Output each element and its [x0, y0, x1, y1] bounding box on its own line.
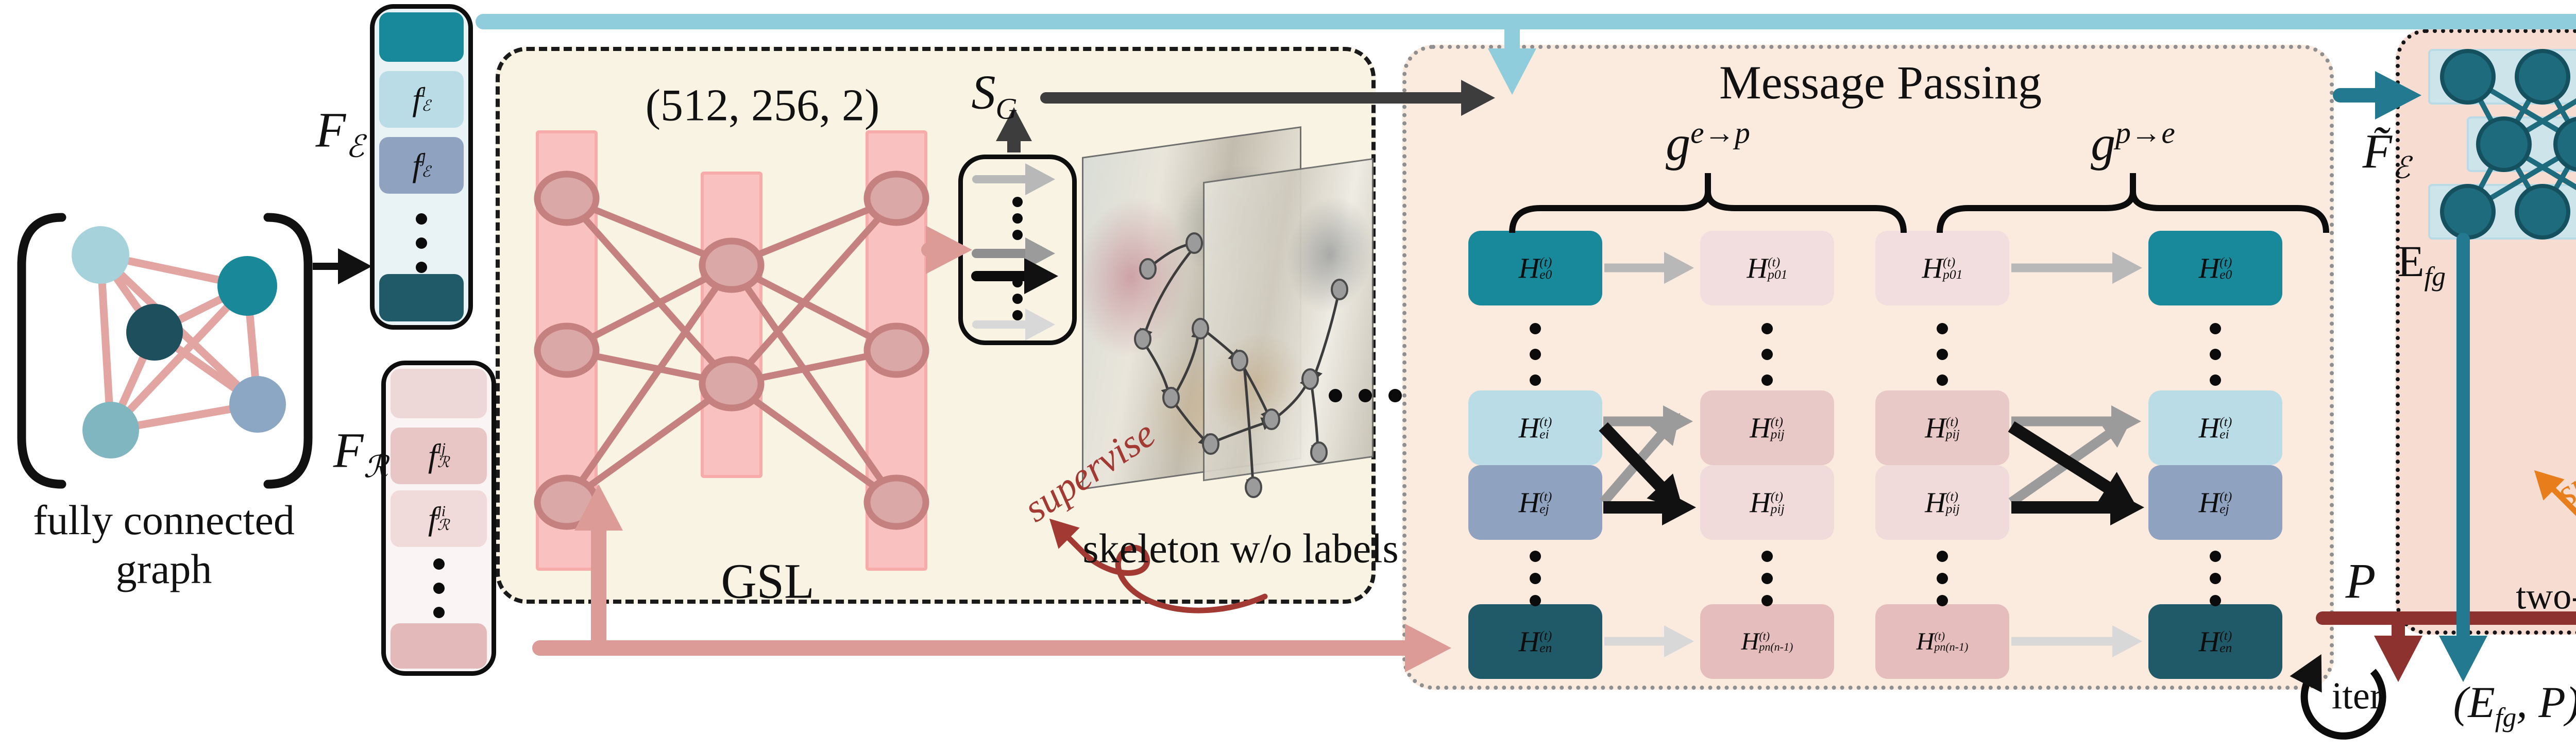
mp-chip-ei-in: H(t)ei — [1468, 390, 1602, 465]
message-passing-box — [1402, 45, 2334, 690]
graph-node-dark — [126, 304, 183, 361]
mp-chip-pij1-a: H(t)pij — [1700, 390, 1834, 465]
matrix-brackets — [17, 213, 313, 489]
mp-chip-en-out: H(t)en — [2148, 604, 2282, 679]
relation-cell-0 — [391, 369, 487, 418]
mp-chip-en-in: H(t)en — [1468, 604, 1602, 679]
fully-connected-caption-1: fully connected — [33, 497, 295, 543]
skeleton-caption: skeleton w/o labels — [1082, 526, 1399, 572]
overbraces — [1509, 173, 2329, 233]
mp-arrows — [1599, 252, 2144, 657]
output-efg-p: (Efg, P) — [2453, 677, 2576, 733]
graph-node-muted — [82, 402, 139, 458]
edge-weight-arrows — [971, 163, 1058, 340]
skeleton-graph-overlay — [1134, 232, 1348, 498]
edge-feature-line — [476, 14, 2576, 95]
gsl-network — [534, 171, 929, 530]
mp-chip-pij2-a: H(t)pij — [1700, 465, 1834, 540]
p-output-line — [2316, 611, 2576, 682]
graph-node-lightblue — [72, 226, 129, 284]
efg-label: Efg — [2397, 236, 2446, 292]
mp-chip-e0-out: H(t)e0 — [2148, 231, 2282, 305]
iter-label: iter — [2331, 675, 2383, 718]
graph-node-teal — [217, 256, 277, 316]
mp-chip-pij1-b: H(t)pij — [1875, 390, 2009, 465]
mp-chip-e0-in: H(t)e0 — [1468, 231, 1602, 305]
p-label: P — [2345, 553, 2376, 609]
iter-loop-arrow — [2290, 654, 2386, 740]
supervise-arrow-gsl — [1049, 518, 1268, 613]
gsl-title: GSL — [721, 553, 815, 609]
edge-cell-0 — [379, 12, 464, 62]
fully-connected-caption-2: graph — [115, 546, 212, 592]
mp-chip-p01-b: H(t)p01 — [1875, 231, 2009, 305]
mp-chip-pn-b: H(t)pn(n-1) — [1875, 604, 2009, 679]
sg-label: SG — [971, 65, 1018, 126]
g-ep-label: ge→p — [1666, 115, 1750, 171]
f-relation-label: Fℛ — [333, 422, 388, 484]
hol-caption: two-layer hierarchical object labels — [2516, 575, 2576, 617]
ellipsis-dots — [416, 197, 2221, 618]
mp-chip-ej-out: H(t)ej — [2148, 465, 2282, 540]
fully-connected-graph — [72, 226, 286, 458]
mp-chip-pij2-b: H(t)pij — [1875, 465, 2009, 540]
mp-chip-ej-in: H(t)ej — [1468, 465, 1602, 540]
mp-chip-pn-a: H(t)pn(n-1) — [1700, 604, 1834, 679]
f-edge-label: Fℰ — [315, 102, 365, 164]
mp-title: Message Passing — [1719, 56, 2042, 109]
gsl-dims: (512, 256, 2) — [645, 80, 880, 131]
mp-chip-p01-a: H(t)p01 — [1700, 231, 1834, 305]
gsl-layer-2 — [701, 172, 762, 478]
edge-cell-n — [379, 274, 464, 321]
hol-fg-network — [2440, 49, 2576, 240]
mp-chip-ei-out: H(t)ei — [2148, 390, 2282, 465]
ftilde-label: F̃ℰ — [2362, 125, 2411, 185]
relation-cell-n — [391, 623, 487, 669]
relation-feature-line — [532, 484, 1451, 672]
graph-node-steel — [229, 376, 286, 433]
g-pe-label: gp→e — [2091, 115, 2175, 171]
